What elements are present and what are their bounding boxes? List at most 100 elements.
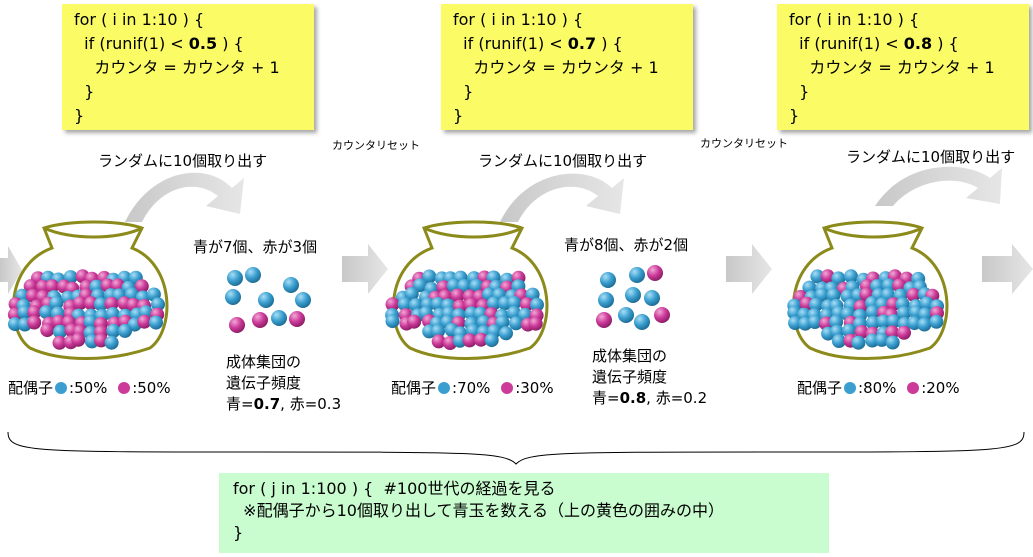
blue-ball: [227, 270, 243, 286]
flow-arrow-3: [726, 244, 772, 294]
blue-ball: [495, 315, 510, 330]
red-ball: [94, 333, 109, 348]
code-line: カウンタ = カウンタ + 1: [74, 58, 280, 77]
pop-title: 成体集団の: [592, 347, 668, 365]
blue-ball: [509, 316, 523, 331]
allele-freq-1: 配偶子:50% :50%: [8, 379, 171, 397]
adult-frequency-1: 成体集団の 遺伝子頻度 青=0.7, 赤=0.3: [226, 352, 341, 415]
frequency-values: 青=0.8, 赤=0.2: [592, 389, 708, 407]
curved-arrow-2: [500, 173, 624, 222]
curved-arrow-3: [875, 166, 1002, 206]
red-ball: [134, 279, 149, 294]
blue-ball: [118, 323, 132, 338]
draw-label-1: ランダムに10個取り出す: [98, 152, 268, 170]
blue-ball: [422, 269, 437, 284]
red-ball: [45, 279, 60, 294]
flow-arrow-2: [342, 244, 388, 294]
code-line: }: [453, 82, 474, 101]
code-box-1: for ( i in 1:10 ) { if (runif(1) < 0.5 )…: [62, 4, 314, 130]
blue-ball-icon: [438, 382, 451, 394]
red-ball: [897, 325, 911, 340]
reset-label-1: カウンタリセット: [332, 139, 420, 152]
code-line: }: [789, 82, 810, 101]
code-line: for ( i in 1:10 ) {: [789, 10, 920, 29]
blue-ball: [17, 305, 32, 320]
red-ball: [519, 297, 534, 312]
red-ball: [71, 332, 86, 347]
red-ball: [73, 296, 87, 311]
blue-ball: [93, 297, 108, 312]
red-ball: [52, 335, 67, 350]
allele-freq-3: 配偶子:80% :20%: [797, 379, 960, 397]
code-line: カウンタ = カウンタ + 1: [789, 58, 995, 77]
code-line: }: [74, 106, 85, 125]
blue-ball: [917, 317, 932, 332]
red-ball: [450, 288, 465, 303]
blue-ball: [507, 296, 522, 310]
code-line: if (runif(1) < 0.8 ) {: [789, 34, 959, 53]
blue-ball: [634, 314, 650, 330]
blue-ball: [618, 307, 634, 323]
blue-ball: [271, 310, 287, 326]
allele-freq-2: 配偶子:70% :30%: [391, 379, 554, 397]
sample-count-2: 青が8個、赤が2個: [564, 236, 689, 254]
blue-ball-icon: [844, 382, 857, 394]
red-ball-icon: [907, 382, 920, 394]
blue-ball: [258, 292, 274, 308]
blue-ball: [151, 297, 165, 312]
code-line: }: [74, 82, 95, 101]
blue-ball-icon: [55, 382, 68, 394]
frequency-values: 青=0.7, 赤=0.3: [226, 395, 342, 413]
blue-ball: [851, 335, 866, 350]
code-line: if (runif(1) < 0.5 ) {: [74, 34, 244, 53]
blue-ball: [404, 287, 419, 301]
adult-frequency-2: 成体集団の 遺伝子頻度 青=0.8, 赤=0.2: [592, 346, 707, 409]
code-box-3: for ( i in 1:10 ) { if (runif(1) < 0.8 )…: [777, 4, 1029, 130]
blue-ball: [39, 305, 54, 320]
red-ball: [647, 265, 663, 281]
blue-ball: [295, 292, 311, 308]
pop-title: 遺伝子頻度: [226, 374, 302, 392]
blue-ball: [788, 316, 803, 330]
blue-ball: [484, 333, 499, 348]
blue-ball: [397, 297, 412, 312]
flow-arrow-4: [982, 244, 1033, 294]
blue-ball: [831, 271, 846, 286]
blue-ball: [600, 272, 616, 288]
red-ball: [385, 297, 400, 312]
blue-ball: [896, 306, 911, 321]
red-ball: [854, 325, 869, 340]
red-ball: [289, 311, 305, 327]
red-ball: [885, 325, 900, 340]
code-line: }: [789, 106, 800, 125]
blue-ball: [385, 314, 400, 329]
blue-ball: [831, 334, 846, 348]
red-ball: [596, 312, 612, 328]
blue-ball: [530, 297, 544, 312]
blue-ball: [929, 314, 944, 329]
code-line: for ( i in 1:10 ) {: [74, 10, 205, 29]
sample-count-1: 青が7個、赤が3個: [193, 238, 318, 256]
code-line: }: [233, 523, 244, 542]
curved-arrow-1: [125, 172, 244, 222]
blue-ball: [876, 314, 891, 329]
blue-ball: [918, 307, 933, 322]
blue-ball: [469, 278, 484, 293]
draw-label-3: ランダムに10個取り出す: [846, 148, 1016, 166]
red-ball: [654, 307, 670, 323]
code-line: ※配偶子から10個取り出して青玉を数える（上の黄色の囲みの中）: [233, 501, 724, 520]
jar-balls: [7, 269, 944, 350]
reset-label-2: カウンタリセット: [700, 137, 788, 150]
blue-ball: [499, 326, 513, 341]
blue-ball: [629, 267, 645, 283]
red-ball: [528, 316, 543, 331]
red-ball: [431, 334, 446, 349]
blue-ball: [104, 335, 119, 350]
red-ball: [27, 315, 42, 330]
blue-ball: [810, 269, 825, 284]
blue-ball: [809, 297, 823, 312]
threshold-value: 0.5: [188, 34, 218, 53]
code-line: for ( i in 1:10 ) {: [453, 10, 584, 29]
generation-brace: [7, 431, 1025, 465]
